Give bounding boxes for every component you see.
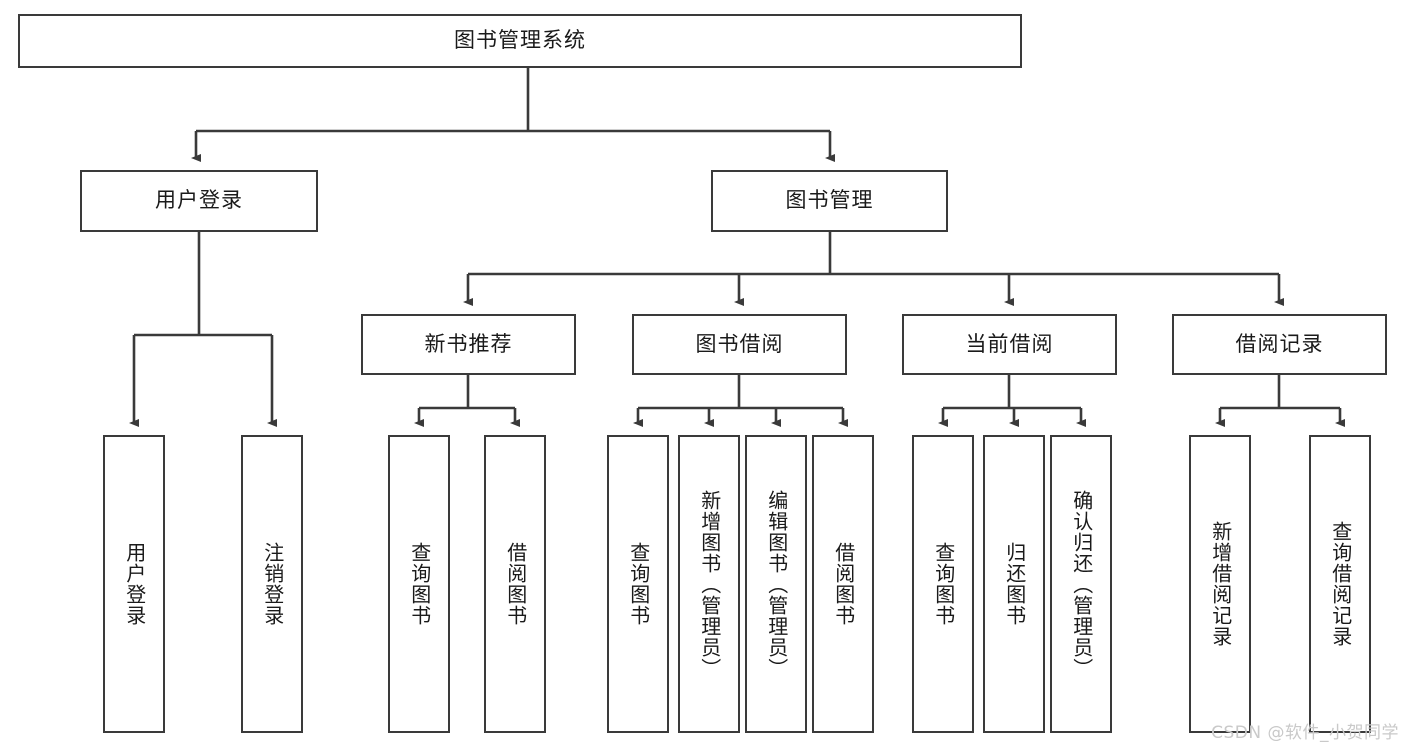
node-borrow-record-label: 借阅记录 (1235, 331, 1324, 356)
leaf-node[interactable]: 新增图书（管理员） (678, 435, 740, 733)
node-current-borrow-label: 当前借阅 (965, 331, 1054, 356)
leaf-node[interactable]: 新增借阅记录 (1189, 435, 1251, 733)
leaf-node-label: 借阅图书 (503, 542, 528, 626)
leaf-node[interactable]: 归还图书 (983, 435, 1045, 733)
node-user-login[interactable]: 用户登录 (80, 170, 318, 232)
node-new-book-recommend-label: 新书推荐 (424, 331, 513, 356)
leaf-node[interactable]: 注销登录 (241, 435, 303, 733)
node-root-label: 图书管理系统 (454, 28, 586, 53)
csdn-watermark: CSDN @软件_小贺同学 (1211, 723, 1399, 743)
leaf-node-label: 确认归还（管理员） (1069, 489, 1094, 679)
leaf-node[interactable]: 编辑图书（管理员） (745, 435, 807, 733)
leaf-node[interactable]: 借阅图书 (484, 435, 546, 733)
node-book-management[interactable]: 图书管理 (711, 170, 948, 232)
node-root[interactable]: 图书管理系统 (18, 14, 1022, 68)
leaf-node[interactable]: 借阅图书 (812, 435, 874, 733)
node-book-borrow[interactable]: 图书借阅 (632, 314, 847, 375)
leaf-node-label: 查询借阅记录 (1328, 521, 1353, 647)
leaf-node[interactable]: 查询图书 (388, 435, 450, 733)
node-book-borrow-label: 图书借阅 (695, 331, 784, 356)
leaf-node-label: 归还图书 (1002, 542, 1027, 626)
node-user-login-label: 用户登录 (155, 188, 243, 213)
leaf-node[interactable]: 查询图书 (607, 435, 669, 733)
leaf-node-label: 用户登录 (122, 542, 147, 626)
leaf-node-label: 新增图书（管理员） (697, 489, 722, 679)
leaf-node-label: 注销登录 (260, 542, 285, 626)
leaf-node-label: 编辑图书（管理员） (764, 489, 789, 679)
leaf-node-label: 查询图书 (407, 542, 432, 626)
leaf-node-label: 查询图书 (626, 542, 651, 626)
node-current-borrow[interactable]: 当前借阅 (902, 314, 1117, 375)
node-book-management-label: 图书管理 (785, 188, 874, 213)
leaf-node-label: 新增借阅记录 (1208, 521, 1233, 647)
leaf-node[interactable]: 查询图书 (912, 435, 974, 733)
node-new-book-recommend[interactable]: 新书推荐 (361, 314, 576, 375)
leaf-node[interactable]: 确认归还（管理员） (1050, 435, 1112, 733)
leaf-node-label: 查询图书 (931, 542, 956, 626)
leaf-node-label: 借阅图书 (831, 542, 856, 626)
node-borrow-record[interactable]: 借阅记录 (1172, 314, 1387, 375)
leaf-node[interactable]: 用户登录 (103, 435, 165, 733)
leaf-node[interactable]: 查询借阅记录 (1309, 435, 1371, 733)
